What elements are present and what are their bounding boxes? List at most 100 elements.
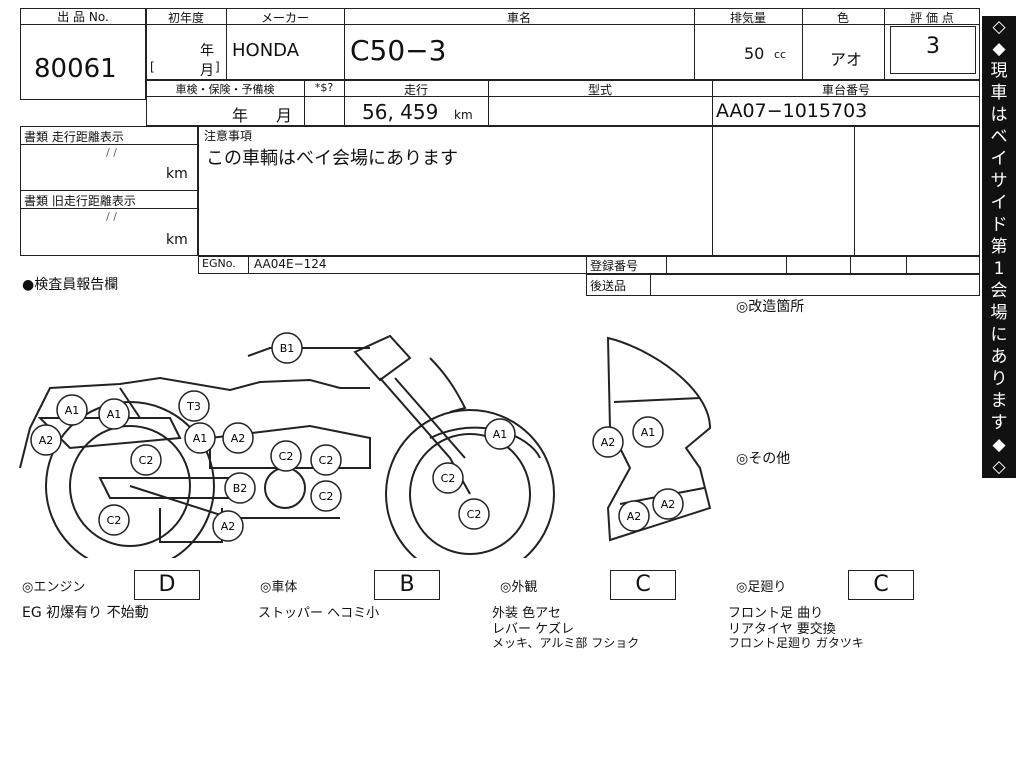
inspection-label: 車検・保険・予備検 (175, 83, 275, 96)
svg-text:A2: A2 (221, 520, 236, 533)
frame-label: 車台番号 (821, 83, 870, 97)
dist-label: 書類 走行距離表示 (24, 130, 124, 144)
side-band-char: 場 (990, 303, 1008, 323)
header-row2 (146, 80, 980, 126)
mark-a1-4: A1 (484, 418, 516, 450)
mark-a1-1: A1 (56, 394, 88, 426)
cc-label: 排気量 (729, 11, 766, 25)
side-band-char: ド (990, 215, 1008, 235)
col-div-maker (344, 8, 345, 80)
side-band-char: ◆ (992, 39, 1006, 59)
front-wheel (385, 409, 555, 558)
egno-div (248, 256, 249, 274)
lot-number: 80061 (34, 54, 117, 84)
svg-text:A2: A2 (231, 432, 246, 445)
side-band-char: す (990, 413, 1008, 433)
mark-c2-7: C2 (458, 498, 490, 530)
old-dist-label: 書類 旧走行距離表示 (24, 194, 136, 208)
svg-text:T3: T3 (186, 400, 201, 413)
side-band-char: 会 (990, 281, 1008, 301)
egno-row (198, 256, 980, 274)
eval-suspension-note-2: フロント足廻り ガタツキ (728, 636, 864, 650)
svg-text:A1: A1 (641, 426, 656, 439)
lot-box (20, 8, 146, 100)
reg-div-5 (906, 256, 907, 274)
dest-row (586, 274, 980, 296)
dest-div (650, 274, 651, 296)
grade-value-box (890, 26, 976, 74)
svg-text:C2: C2 (467, 508, 482, 521)
model-label: 車名 (506, 11, 531, 25)
dist-slashes: / / (106, 146, 117, 159)
motorcycle-diagram: B1 A1 A1 A2 T3 A1 A2 C2 C2 C2 B2 C2 C2 A… (19, 332, 712, 558)
svg-text:C2: C2 (441, 472, 456, 485)
reg-div-3 (786, 256, 787, 274)
old-unit: km (166, 232, 188, 248)
frame-value: AA07−1015703 (716, 100, 868, 122)
eval-suspension-label: ◎足廻り (736, 580, 787, 595)
col-div-type (712, 80, 713, 126)
lot-label: 出 品 No. (57, 10, 109, 24)
col-div-color (884, 8, 885, 80)
mark-a1-5: A1 (632, 416, 664, 448)
mileage-value: 56, 459 (362, 100, 439, 124)
model-value: C50−3 (350, 34, 447, 67)
mark-b2: B2 (224, 472, 256, 504)
side-band-char: イ (990, 149, 1008, 169)
mark-c2-3: C2 (310, 444, 342, 476)
header-row2-divider (146, 96, 980, 97)
svg-text:A2: A2 (627, 510, 642, 523)
year-unit: 年 (200, 43, 214, 59)
mark-b1: B1 (271, 332, 303, 364)
mark-a2-2: A2 (222, 422, 254, 454)
eval-exterior-note-2: メッキ、アルミ部 フショク (492, 636, 640, 650)
cc-value: 50 (744, 44, 765, 63)
eval-exterior-note-0: 外装 色アセ (492, 606, 561, 621)
egno-value: AA04E−124 (254, 257, 327, 271)
svg-text:A2: A2 (601, 436, 616, 449)
svg-text:B1: B1 (280, 342, 295, 355)
mark-a2-3: A2 (212, 510, 244, 542)
bracket-close: ] (215, 60, 220, 74)
col-div-insp (304, 80, 305, 126)
mark-a2-1: A2 (30, 424, 62, 456)
inspector-label: ●検査員報告欄 (22, 277, 119, 293)
year-label: 初年度 (167, 11, 204, 25)
header-row1-divider (146, 24, 980, 25)
eval-exterior-label: ◎外観 (500, 580, 538, 595)
svg-text:A1: A1 (65, 404, 80, 417)
type-label: 型式 (587, 83, 612, 97)
modified-label: ◎改造箇所 (736, 299, 805, 315)
svg-text:C2: C2 (319, 454, 334, 467)
side-band-char: 車 (990, 83, 1008, 103)
dest-label: 後送品 (590, 279, 627, 293)
side-band-char: サ (990, 171, 1008, 191)
docs-div-1 (20, 144, 198, 145)
grade-value: 3 (926, 34, 940, 59)
mark-c2-1: C2 (130, 444, 162, 476)
mileage-label: 走行 (403, 83, 428, 97)
svg-text:A1: A1 (193, 432, 208, 445)
side-band-char: ベ (990, 127, 1008, 147)
side-band-char: 1 (993, 259, 1005, 279)
side-band-char: ◇ (992, 457, 1006, 477)
svg-text:A2: A2 (39, 434, 54, 447)
svg-text:C2: C2 (279, 450, 294, 463)
eval-suspension-note-0: フロント足 曲り (728, 606, 824, 621)
col-div-model (694, 8, 695, 80)
dist-unit: km (166, 166, 188, 182)
svg-text:A1: A1 (107, 408, 122, 421)
svg-text:C2: C2 (319, 490, 334, 503)
mark-c2-5: C2 (98, 504, 130, 536)
old-slashes: / / (106, 210, 117, 223)
egno-label: EGNo. (202, 257, 236, 270)
side-band-char: イ (990, 193, 1008, 213)
side-band-char: に (990, 325, 1008, 345)
color-value: アオ (830, 50, 863, 69)
reg-label: 登録番号 (590, 259, 639, 273)
svg-text:A1: A1 (493, 428, 508, 441)
insp-month: 月 (276, 106, 293, 125)
side-band-char: 第 (990, 237, 1008, 257)
insp-year: 年 (232, 106, 249, 125)
